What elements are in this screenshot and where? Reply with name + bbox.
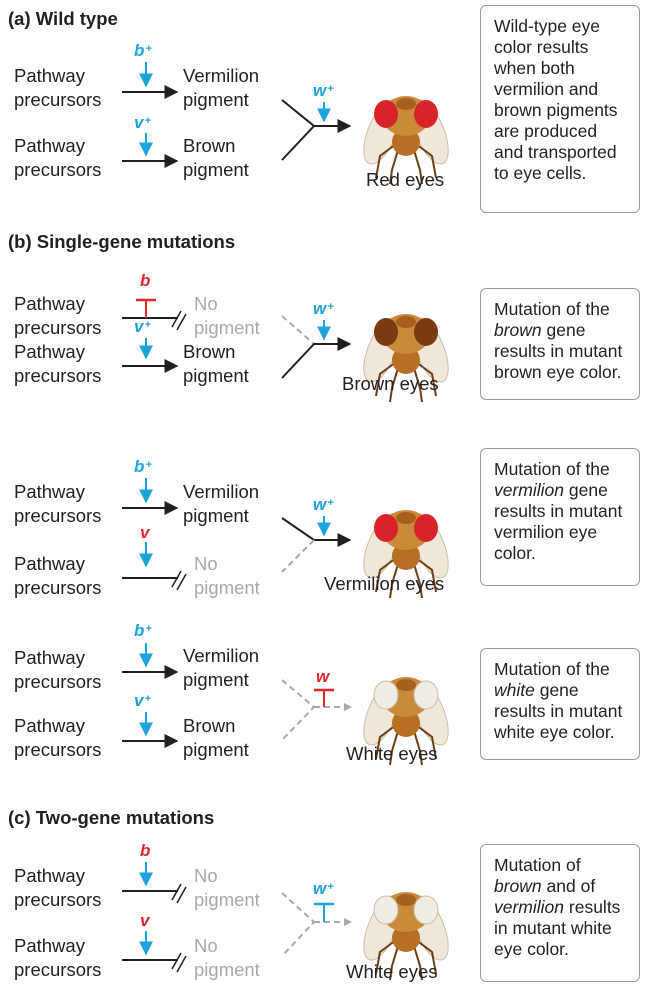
vermilion-label: Vermilion — [183, 66, 259, 86]
gene-v-mutant: v — [140, 912, 149, 930]
no-label: No — [194, 294, 218, 314]
precursors-label: precursors — [14, 318, 101, 338]
precursors-label: precursors — [14, 960, 101, 980]
no-label: No — [194, 936, 218, 956]
precursors-label: precursors — [14, 672, 101, 692]
pigment-label: pigment — [194, 318, 260, 338]
gene-v-mutant: v — [140, 524, 149, 542]
section-heading-two-gene: (c) Two-gene mutations — [8, 807, 214, 829]
vermilion-label: Vermilion — [183, 646, 259, 666]
gene-b-mutant: b — [140, 842, 150, 860]
pigment-label: pigment — [183, 90, 249, 110]
explanation-box-vermilion: Mutation of the vermilion gene results i… — [480, 448, 640, 586]
explanation-box-white: Mutation of the white gene results in mu… — [480, 648, 640, 760]
pathway-label: Pathway — [14, 716, 85, 736]
gene-b-plus: b+ — [134, 458, 152, 476]
brown-label: Brown — [183, 136, 235, 156]
brown-label: Brown — [183, 342, 235, 362]
pigment-label: pigment — [194, 578, 260, 598]
no-label: No — [194, 866, 218, 886]
section-heading-single-gene: (b) Single-gene mutations — [8, 231, 235, 253]
precursors-label: precursors — [14, 506, 101, 526]
gene-v-plus: v+ — [134, 318, 151, 336]
brown-label: Brown — [183, 716, 235, 736]
precursors-label: precursors — [14, 890, 101, 910]
outcome-white-eyes: White eyes — [346, 744, 438, 764]
vermilion-label: Vermilion — [183, 482, 259, 502]
pathway-label: Pathway — [14, 342, 85, 362]
pathway-label: Pathway — [14, 866, 85, 886]
gene-w-mutant: w — [316, 668, 329, 686]
pathway-label: Pathway — [14, 936, 85, 956]
outcome-red-eyes: Red eyes — [366, 170, 444, 190]
pigment-label: pigment — [183, 506, 249, 526]
gene-w-plus: w+ — [313, 880, 334, 898]
pigment-label: pigment — [194, 960, 260, 980]
gene-v-plus: v+ — [134, 692, 151, 710]
pathway-label: Pathway — [14, 648, 85, 668]
pathway-label: Pathway — [14, 482, 85, 502]
precursors-label: precursors — [14, 366, 101, 386]
section-heading-wild-type: (a) Wild type — [8, 8, 118, 30]
pathway-label: Pathway — [14, 136, 85, 156]
pathway-label: Pathway — [14, 294, 85, 314]
pigment-label: pigment — [183, 670, 249, 690]
gene-w-plus: w+ — [313, 82, 334, 100]
gene-b-mutant: b — [140, 272, 150, 290]
gene-b-plus: b+ — [134, 622, 152, 640]
gene-w-plus: w+ — [313, 300, 334, 318]
pigment-label: pigment — [183, 366, 249, 386]
pigment-label: pigment — [183, 160, 249, 180]
pathway-label: Pathway — [14, 554, 85, 574]
outcome-white-eyes: White eyes — [346, 962, 438, 982]
outcome-brown-eyes: Brown eyes — [342, 374, 439, 394]
gene-v-plus: v+ — [134, 114, 151, 132]
gene-w-plus: w+ — [313, 496, 334, 514]
explanation-box-brown: Mutation of the brown gene results in mu… — [480, 288, 640, 400]
precursors-label: precursors — [14, 740, 101, 760]
no-label: No — [194, 554, 218, 574]
precursors-label: precursors — [14, 160, 101, 180]
explanation-box-two-gene: Mutation of brown and of vermilion resul… — [480, 844, 640, 982]
pigment-label: pigment — [183, 740, 249, 760]
precursors-label: precursors — [14, 578, 101, 598]
pathway-label: Pathway — [14, 66, 85, 86]
precursors-label: precursors — [14, 90, 101, 110]
pigment-label: pigment — [194, 890, 260, 910]
outcome-vermilion-eyes: Vermilion eyes — [324, 574, 444, 594]
gene-b-plus: b+ — [134, 42, 152, 60]
